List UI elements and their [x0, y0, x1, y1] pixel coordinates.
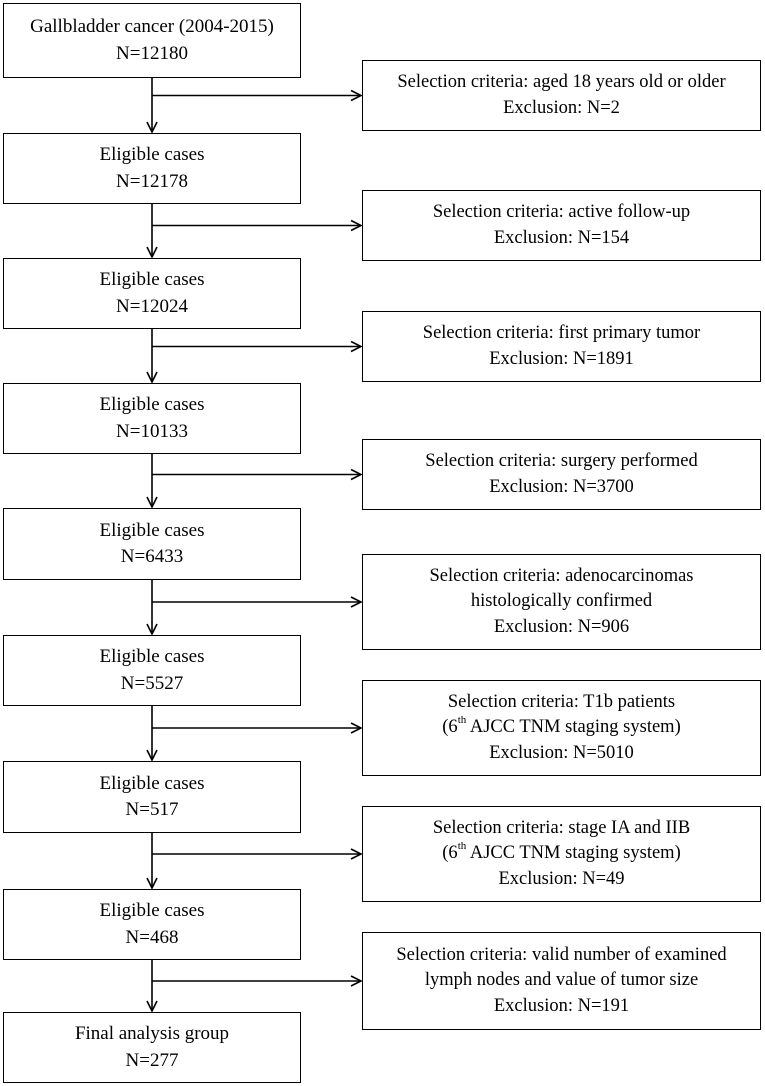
criteria-box-3: Selection criteria: first primary tumor …	[362, 311, 761, 382]
criteria-box-7: Selection criteria: stage IA and IIB (6t…	[362, 806, 761, 902]
criteria-box-4: Selection criteria: surgery performed Ex…	[362, 439, 761, 510]
staging-note: (6th AJCC TNM staging system)	[442, 715, 680, 741]
eligible-title: Eligible cases	[99, 144, 205, 166]
eligible-count: N=5527	[120, 672, 184, 694]
staging-open: (6	[442, 717, 458, 738]
eligible-title: Eligible cases	[99, 519, 205, 541]
eligible-box-6: Eligible cases N=517	[3, 761, 301, 833]
criteria-box-6: Selection criteria: T1b patients (6th AJ…	[362, 680, 761, 776]
staging-open: (6	[442, 843, 458, 864]
exclusion-count: Exclusion: N=2	[503, 97, 620, 118]
eligible-title: Eligible cases	[99, 646, 205, 668]
eligible-title: Eligible cases	[99, 269, 205, 291]
criteria-text: Selection criteria: T1b patients	[447, 691, 676, 712]
exclusion-count: Exclusion: N=3700	[489, 476, 634, 497]
staging-rest: AJCC TNM staging system)	[466, 717, 681, 738]
exclusion-count: Exclusion: N=5010	[489, 742, 634, 763]
criteria-text: Selection criteria: adenocarcinomas	[429, 565, 694, 586]
criteria-box-2: Selection criteria: active follow-up Exc…	[362, 190, 761, 261]
staging-rest: AJCC TNM staging system)	[466, 843, 681, 864]
eligible-count: N=10133	[116, 420, 188, 442]
eligible-box-1: Eligible cases N=12178	[3, 133, 301, 204]
criteria-text-continued: lymph nodes and value of tumor size	[424, 970, 699, 991]
criteria-box-8: Selection criteria: valid number of exam…	[362, 932, 761, 1030]
start-count: N=12180	[116, 42, 188, 64]
exclusion-count: Exclusion: N=1891	[489, 348, 634, 369]
final-count: N=277	[125, 1049, 179, 1071]
start-box: Gallbladder cancer (2004-2015) N=12180	[3, 3, 301, 78]
final-title: Final analysis group	[74, 1023, 230, 1045]
eligible-count: N=12178	[116, 170, 188, 192]
criteria-box-1: Selection criteria: aged 18 years old or…	[362, 60, 761, 131]
eligible-box-7: Eligible cases N=468	[3, 889, 301, 960]
staging-note: (6th AJCC TNM staging system)	[442, 841, 680, 867]
eligible-title: Eligible cases	[99, 394, 205, 416]
staging-superscript: th	[457, 714, 467, 727]
eligible-box-4: Eligible cases N=6433	[3, 508, 301, 580]
final-analysis-box: Final analysis group N=277	[3, 1012, 301, 1083]
eligible-box-2: Eligible cases N=12024	[3, 258, 301, 329]
exclusion-count: Exclusion: N=191	[493, 995, 630, 1016]
criteria-text: Selection criteria: surgery performed	[425, 450, 698, 471]
exclusion-count: Exclusion: N=49	[498, 868, 625, 889]
criteria-text: Selection criteria: stage IA and IIB	[432, 817, 691, 838]
eligible-box-3: Eligible cases N=10133	[3, 383, 301, 454]
exclusion-count: Exclusion: N=906	[493, 616, 630, 637]
eligible-box-5: Eligible cases N=5527	[3, 635, 301, 706]
eligible-count: N=517	[125, 799, 179, 820]
eligible-title: Eligible cases	[99, 772, 205, 794]
criteria-text-continued: histologically confirmed	[470, 591, 653, 612]
exclusion-count: Exclusion: N=154	[493, 227, 630, 248]
eligible-count: N=12024	[116, 295, 188, 317]
eligible-count: N=468	[125, 926, 179, 948]
eligible-count: N=6433	[120, 546, 184, 567]
staging-superscript: th	[457, 840, 467, 853]
criteria-text: Selection criteria: first primary tumor	[422, 322, 701, 343]
start-title: Gallbladder cancer (2004-2015)	[30, 16, 274, 38]
criteria-text: Selection criteria: aged 18 years old or…	[397, 71, 726, 92]
eligible-title: Eligible cases	[99, 900, 205, 922]
criteria-text: Selection criteria: valid number of exam…	[396, 944, 727, 965]
criteria-box-5: Selection criteria: adenocarcinomas hist…	[362, 554, 761, 650]
criteria-text: Selection criteria: active follow-up	[432, 201, 691, 222]
